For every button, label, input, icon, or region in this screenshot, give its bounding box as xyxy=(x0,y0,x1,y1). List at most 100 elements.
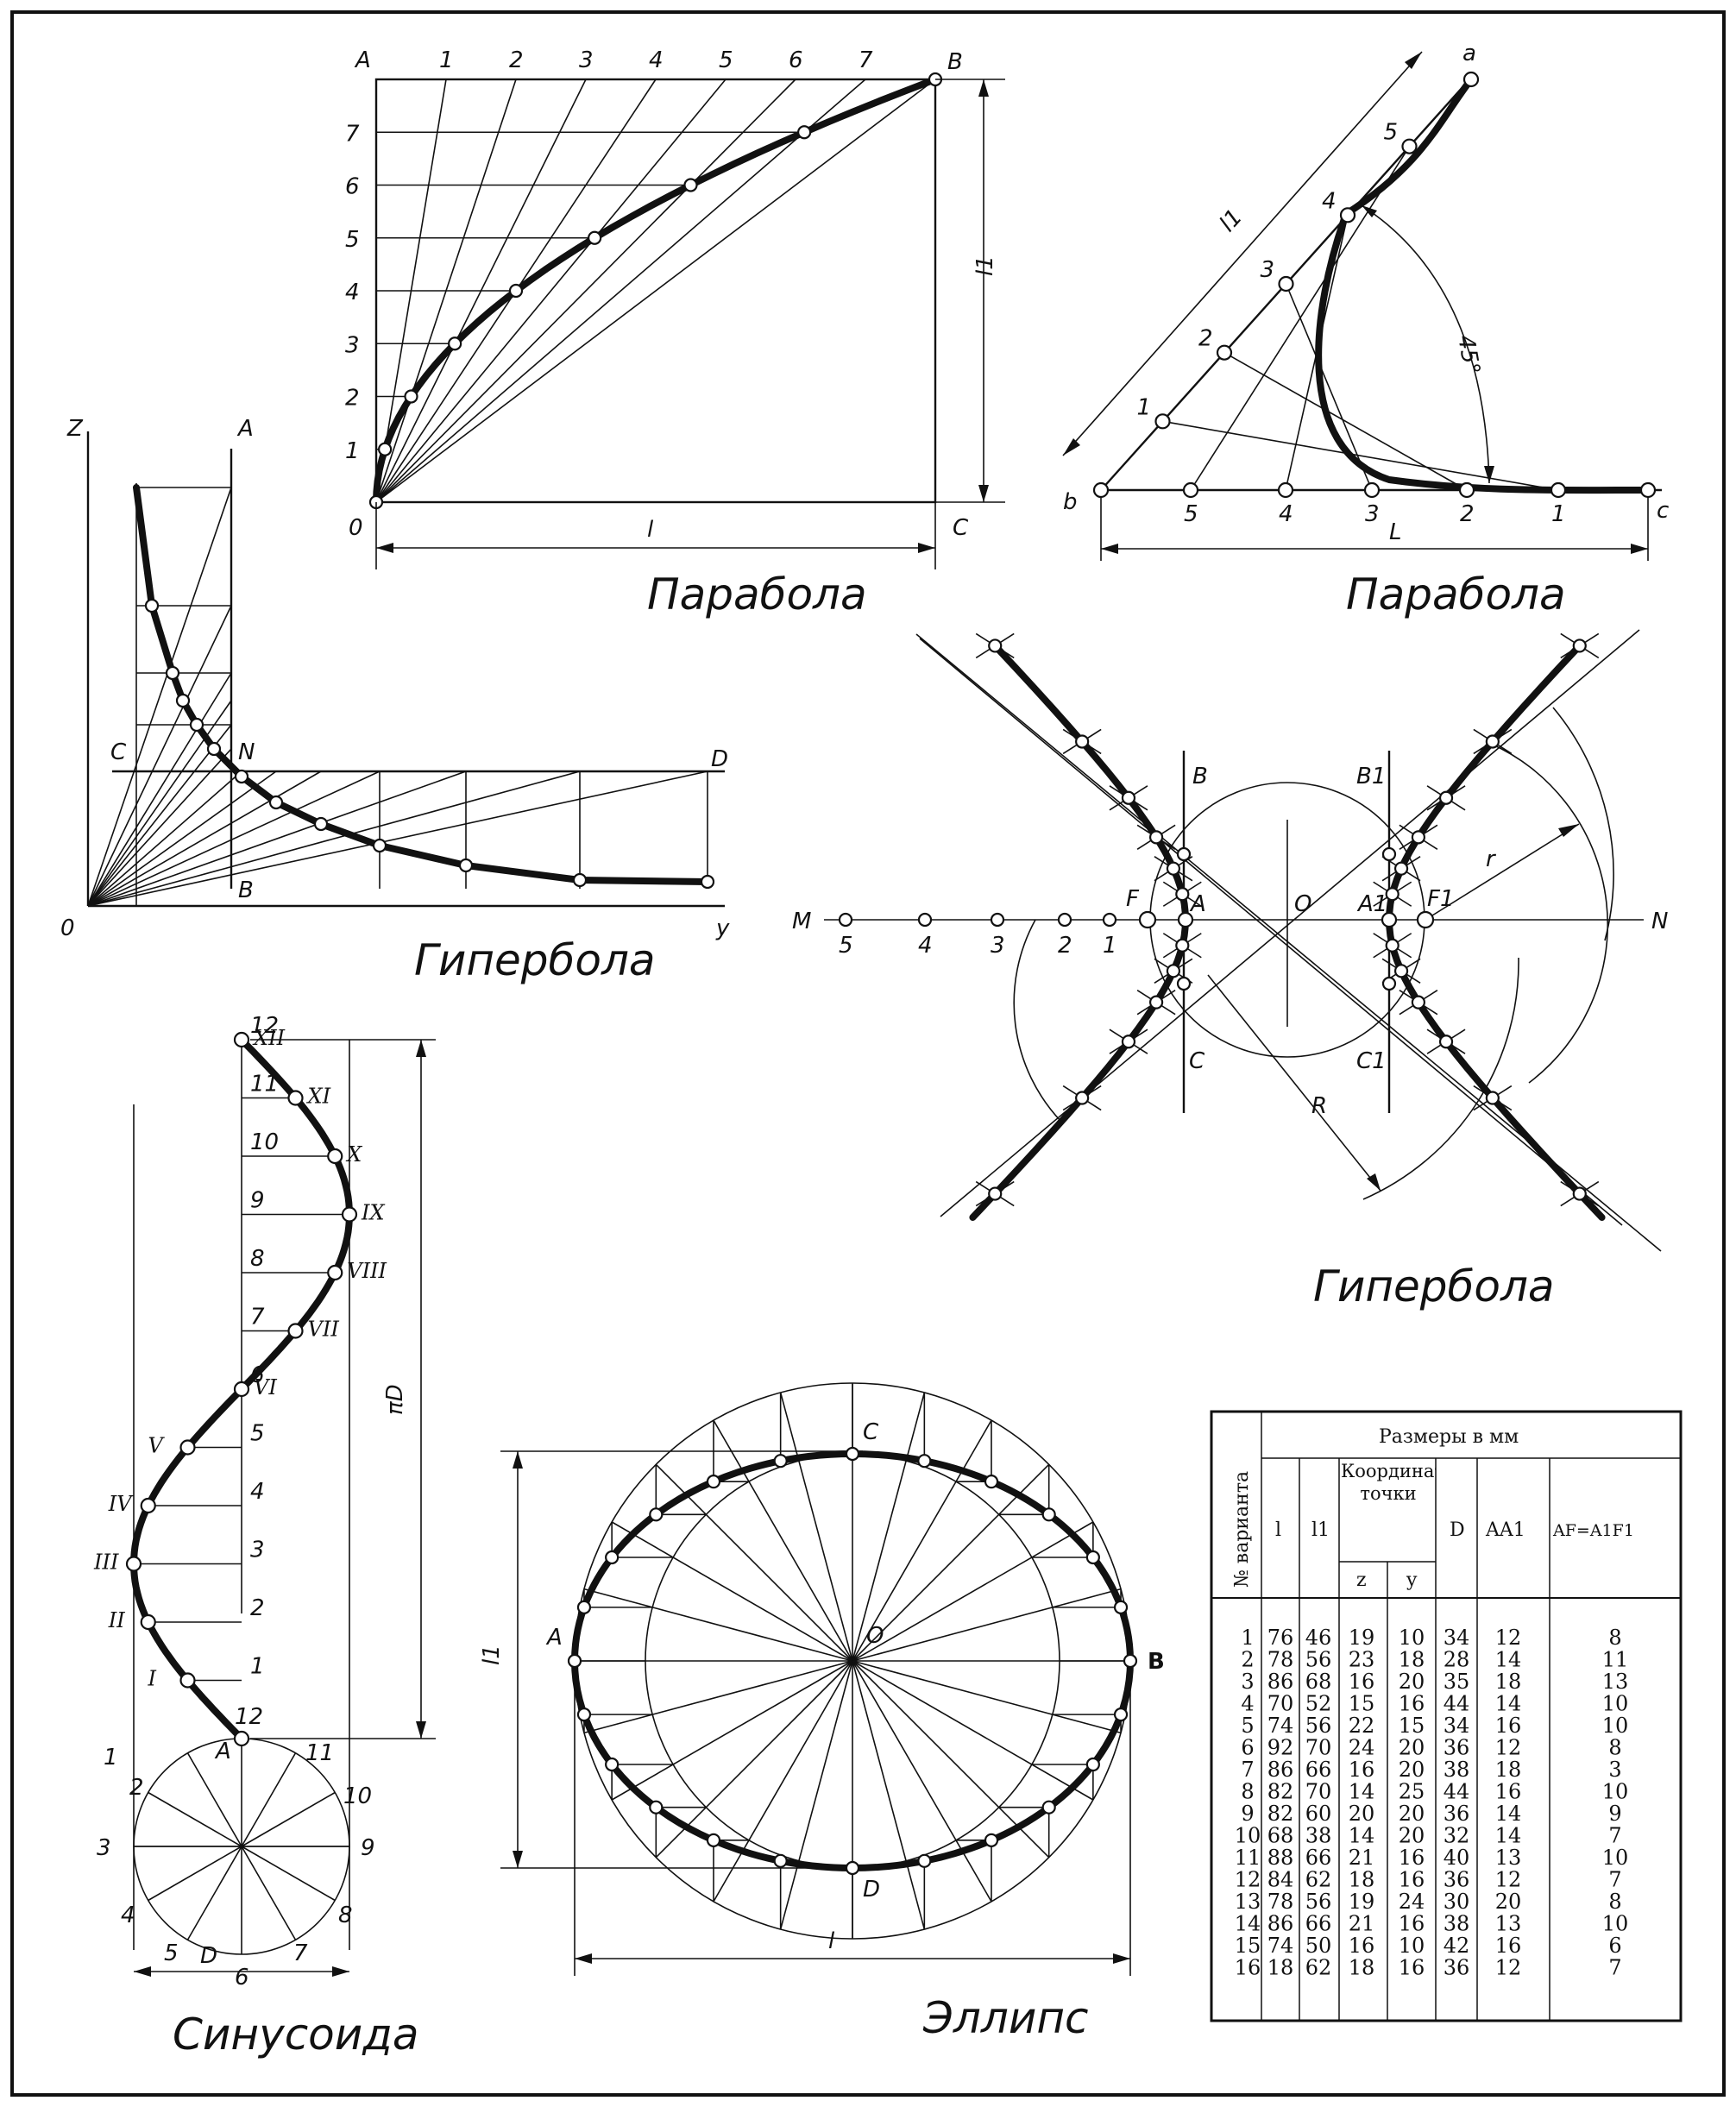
label-C-foci: C xyxy=(1189,1048,1205,1074)
hyperbola-point xyxy=(175,693,191,708)
hyperbola-point xyxy=(988,638,1003,653)
axis-division-point xyxy=(917,912,933,928)
dim-piD-label: πD xyxy=(382,1384,408,1415)
point xyxy=(1381,976,1397,991)
sinusoid-point xyxy=(233,1031,250,1048)
label-R: R xyxy=(1311,1093,1327,1119)
table-cell: 52 xyxy=(1305,1692,1332,1716)
table-cell: 62 xyxy=(1305,1956,1332,1980)
ray-line xyxy=(87,770,322,907)
table-cell: 7 xyxy=(1608,1956,1621,1980)
table-cell: 66 xyxy=(1305,1912,1332,1936)
label-O-ell: O xyxy=(866,1623,884,1649)
upper-division-label: 1 xyxy=(1137,394,1152,420)
ellipse-point xyxy=(984,1475,999,1489)
dim-l1-label: l1 xyxy=(972,255,998,276)
point-b xyxy=(1092,481,1110,499)
side-division-label: 5 xyxy=(345,227,360,253)
hyperbola-point xyxy=(313,816,329,832)
table-cell: 25 xyxy=(1399,1780,1425,1804)
label-b: b xyxy=(1063,489,1078,515)
hyperbola-point xyxy=(144,598,160,613)
table-cell: 18 xyxy=(1349,1868,1375,1892)
hyperbola-point xyxy=(1166,861,1181,876)
diagonal-line xyxy=(375,79,936,503)
hyperbola-point xyxy=(1485,734,1500,749)
radius-line xyxy=(713,1419,853,1662)
ellipse-point xyxy=(917,1454,932,1469)
axis-division-label: 4 xyxy=(918,933,933,959)
circle-radius xyxy=(148,1791,242,1847)
label-O: O xyxy=(1294,891,1311,917)
ellipse-point xyxy=(576,1600,592,1614)
circle-division-label: 9 xyxy=(361,1835,375,1861)
table-cell: 13 xyxy=(1602,1670,1629,1694)
parabola-tangent-caption: Парабола xyxy=(1346,569,1566,620)
table-cell: 21 xyxy=(1349,1846,1375,1870)
lower-division-label: 3 xyxy=(1365,501,1380,527)
roman-label: XII xyxy=(252,1026,286,1050)
table-cell: 10 xyxy=(1602,1846,1629,1870)
table-cell: 12 xyxy=(1235,1868,1261,1892)
table-cell: 11 xyxy=(1235,1846,1261,1870)
table-cell: 86 xyxy=(1267,1912,1294,1936)
level-label: 3 xyxy=(250,1538,265,1563)
level-label: 7 xyxy=(250,1305,265,1330)
circle-division-label: 11 xyxy=(305,1740,334,1766)
upper-division-label: 4 xyxy=(1322,188,1337,214)
ellipse-point xyxy=(1113,1708,1129,1722)
label-N-hyp: N xyxy=(238,739,255,765)
table-cell: 10 xyxy=(1602,1780,1629,1804)
roman-label: IX xyxy=(361,1201,385,1225)
hyperbola-point xyxy=(1166,964,1181,978)
table-cell: 46 xyxy=(1305,1626,1332,1650)
label-C-ell: C xyxy=(863,1419,879,1445)
table-cell: 60 xyxy=(1305,1802,1332,1826)
label-D-hyp: D xyxy=(711,746,728,772)
radius-line xyxy=(852,1419,992,1662)
hyperbola-foci-caption: Гипербола xyxy=(1313,1261,1555,1311)
ray-line xyxy=(87,487,232,907)
hyperbola-point xyxy=(1485,1091,1500,1105)
radius-line xyxy=(583,1588,853,1662)
table-cell: 24 xyxy=(1399,1890,1425,1914)
table-cell: 23 xyxy=(1349,1648,1375,1672)
roman-label: V xyxy=(148,1434,166,1458)
table-cell: 6 xyxy=(1608,1934,1621,1958)
table-cell: 82 xyxy=(1267,1780,1294,1804)
radius-line xyxy=(852,1660,1094,1801)
axis-division-label: 3 xyxy=(991,933,1005,959)
circle-radius xyxy=(186,1846,242,1940)
hyperbola-point xyxy=(988,1186,1003,1201)
point-a xyxy=(1462,71,1480,88)
table-cell: 70 xyxy=(1305,1780,1332,1804)
label-A-ell: A xyxy=(545,1625,563,1651)
table-cell: 14 xyxy=(1349,1780,1375,1804)
table-cell: 9 xyxy=(1608,1802,1621,1826)
point xyxy=(1176,976,1192,991)
table-cell: 10 xyxy=(1602,1692,1629,1716)
ray-line xyxy=(87,770,708,907)
table-cell: 20 xyxy=(1399,1802,1425,1826)
hyperbola-point xyxy=(1393,964,1409,978)
hyperbola-point xyxy=(1411,995,1426,1009)
table-cell: 10 xyxy=(1235,1824,1261,1848)
table-col-D: D xyxy=(1450,1519,1465,1541)
table-cell: 20 xyxy=(1399,1824,1425,1848)
point xyxy=(1176,846,1192,862)
top-division-label: 4 xyxy=(649,47,664,73)
table-cell: 42 xyxy=(1444,1934,1470,1958)
table-cell: 8 xyxy=(1608,1890,1621,1914)
level-label: 9 xyxy=(250,1188,265,1214)
table-cell: 56 xyxy=(1305,1890,1332,1914)
tangent-line xyxy=(1162,420,1559,491)
label-c: c xyxy=(1657,498,1669,524)
parabola-point xyxy=(508,283,524,299)
table-cell: 16 xyxy=(1495,1780,1522,1804)
table-cell: 30 xyxy=(1444,1890,1470,1914)
table-cell: 36 xyxy=(1444,1868,1470,1892)
dim-l-ellipse-label: l xyxy=(828,1928,835,1954)
circle-radius xyxy=(241,1846,297,1940)
hyperbola-point xyxy=(1572,1186,1587,1201)
